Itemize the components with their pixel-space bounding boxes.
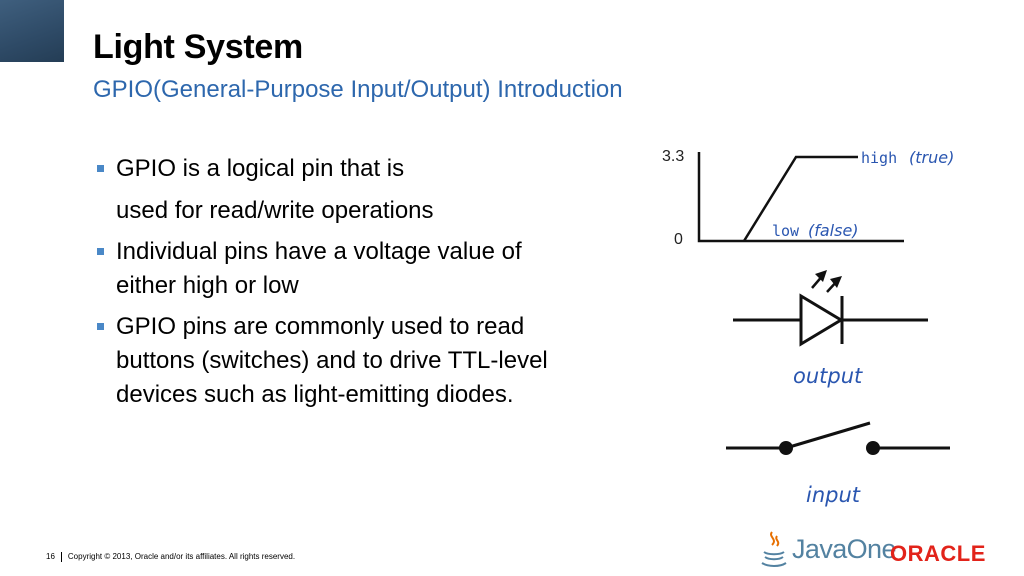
switch-icon bbox=[726, 421, 950, 455]
gpio-figure: 3.3 0 high (true) low (false) output inp… bbox=[662, 148, 954, 507]
high-word: high bbox=[861, 149, 897, 167]
signal-diagram: 3.3 0 high (true) low (false) bbox=[662, 148, 954, 248]
logo-bar: JavaOne ORACLE bbox=[758, 528, 1008, 572]
bullet-line: either high or low bbox=[116, 272, 299, 299]
signal-axes bbox=[697, 152, 904, 243]
java-cup-icon bbox=[761, 531, 787, 567]
footer-divider bbox=[60, 552, 62, 562]
bullet-line: GPIO pins are commonly used to read bbox=[116, 313, 525, 340]
low-note: (false) bbox=[808, 221, 859, 240]
high-note: (true) bbox=[909, 148, 954, 167]
signal-trace bbox=[742, 155, 858, 242]
copyright-text: Copyright © 2013, Oracle and/or its affi… bbox=[67, 552, 296, 562]
slide-title: Light System bbox=[93, 28, 303, 66]
bullet-marker bbox=[97, 165, 104, 172]
bullet-list: GPIO is a logical pin that is used for r… bbox=[96, 152, 636, 419]
bullet-line: devices such as light-emitting diodes. bbox=[116, 381, 514, 408]
bullet-line: buttons (switches) and to drive TTL-leve… bbox=[116, 347, 548, 374]
corner-block bbox=[0, 0, 64, 62]
bullet-item: GPIO is a logical pin that is used for r… bbox=[96, 152, 636, 228]
y-bottom-label: 0 bbox=[674, 231, 683, 248]
oracle-logo: ORACLE bbox=[890, 541, 986, 566]
output-label: output bbox=[793, 364, 863, 388]
slide-subtitle: GPIO(General-Purpose Input/Output) Intro… bbox=[93, 76, 623, 103]
bullet-line: GPIO is a logical pin that is bbox=[116, 155, 405, 182]
javaone-logo: JavaOne bbox=[792, 534, 896, 564]
bullet-item: Individual pins have a voltage value of … bbox=[96, 235, 636, 303]
slide-footer: 16 Copyright © 2013, Oracle and/or its af… bbox=[46, 552, 295, 562]
bullet-line: used for read/write operations bbox=[116, 197, 434, 224]
led-icon bbox=[733, 270, 928, 347]
bullet-item: GPIO pins are commonly used to read butt… bbox=[96, 310, 636, 412]
y-top-label: 3.3 bbox=[662, 148, 684, 165]
low-word: low bbox=[772, 222, 800, 240]
page-number: 16 bbox=[46, 552, 55, 562]
bullet-line: Individual pins have a voltage value of bbox=[116, 238, 522, 265]
input-label: input bbox=[806, 483, 861, 507]
bullet-marker bbox=[97, 248, 104, 255]
bullet-marker bbox=[97, 323, 104, 330]
